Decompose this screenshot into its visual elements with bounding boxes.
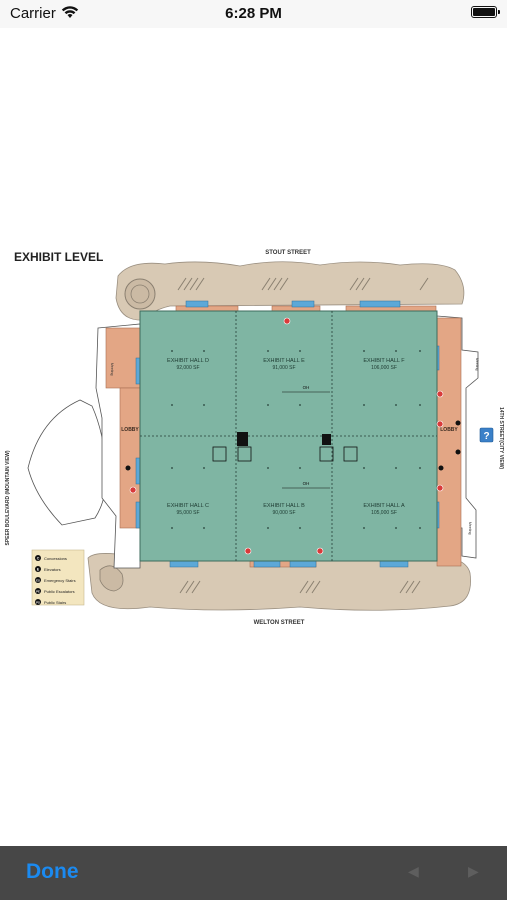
- wifi-icon: [61, 6, 79, 18]
- hall-dividers: [140, 311, 437, 561]
- status-bar: Carrier 6:28 PM: [0, 0, 507, 28]
- legend-symbol-5: PS: [36, 600, 40, 604]
- legend-symbol-2: E: [37, 568, 40, 572]
- divider-dimension-lines: [282, 391, 330, 489]
- hall-e-area: 91,000 SF: [272, 365, 295, 371]
- legend-symbol-1: C: [37, 557, 40, 561]
- legend-symbol-3: ES: [36, 578, 40, 582]
- legend-marker-5: [35, 599, 41, 605]
- hall-f-name: EXHIBIT HALL F: [363, 358, 405, 364]
- clock-label: 6:28 PM: [225, 5, 282, 22]
- column-dots: [171, 350, 421, 529]
- hall-f-area: 106,000 SF: [371, 365, 397, 371]
- legend-label-1: Concessions: [44, 556, 67, 561]
- lobby-areas: [105, 305, 462, 568]
- hall-d-name: EXHIBIT HALL D: [167, 358, 209, 364]
- hall-a-area: 105,000 SF: [371, 510, 397, 516]
- lobby-label-west: LOBBY: [121, 427, 139, 433]
- hall-b-name: EXHIBIT HALL B: [263, 503, 305, 509]
- legend-label-5: Public Stairs: [44, 600, 66, 605]
- escalator-hatch-south: [179, 580, 421, 594]
- hall-d-area: 92,000 SF: [176, 365, 199, 371]
- hall-c-area: 95,000 SF: [176, 510, 199, 516]
- hall-c-name: EXHIBIT HALL C: [167, 503, 209, 509]
- legend-label-4: Public Escalators: [44, 589, 75, 594]
- legend-marker-1: [35, 555, 41, 561]
- legend-label-2: Elevators: [44, 567, 61, 572]
- west-entry-canopy: [27, 399, 107, 526]
- hall-a-name: EXHIBIT HALL A: [363, 503, 405, 509]
- street-label-right: 14TH STREET(CITY VIEW): [498, 407, 504, 469]
- legend-marker-4: [35, 588, 41, 594]
- carrier-label: Carrier: [10, 5, 56, 22]
- lobby-label-east: LOBBY: [440, 427, 458, 433]
- next-arrow-icon[interactable]: ▶: [468, 863, 479, 879]
- legend-label-3: Emergency Stairs: [44, 578, 76, 583]
- legend-marker-3: [35, 577, 41, 583]
- hall-e-name: EXHIBIT HALL E: [263, 358, 305, 364]
- north-plaza-inner: [130, 284, 150, 304]
- done-button[interactable]: Done: [26, 860, 79, 883]
- divider-label-north: OH: [303, 385, 310, 390]
- center-service-cores: [212, 432, 358, 462]
- street-label-bottom: WELTON STREET: [254, 620, 305, 626]
- help-button[interactable]: ?: [479, 427, 494, 443]
- divider-label-south: OH: [303, 481, 310, 486]
- bottom-toolbar: Done ◀ ▶: [0, 846, 507, 900]
- map-legend: C E ES PE PS Concessions Elevators Emerg…: [31, 549, 85, 606]
- street-label-left: SPEER BOULEVARD (MOUNTAIN VIEW): [5, 450, 11, 545]
- map-title: EXHIBIT LEVEL: [14, 250, 103, 264]
- street-label-top: STOUT STREET: [265, 250, 311, 256]
- help-icon: ?: [483, 431, 489, 442]
- legend-symbol-4: PE: [36, 589, 40, 593]
- hall-b-area: 90,000 SF: [272, 510, 295, 516]
- floor-map-view[interactable]: EXHIBIT LEVEL STOUT STREET WELTON STREET…: [0, 28, 507, 846]
- legend-marker-2: [35, 566, 41, 572]
- floor-map: EXHIBIT LEVEL STOUT STREET WELTON STREET…: [5, 250, 504, 626]
- previous-arrow-icon[interactable]: ◀: [408, 863, 419, 879]
- map-markers: [125, 317, 461, 555]
- battery-icon: [471, 6, 500, 18]
- side-label-2: Meeting: [475, 358, 479, 371]
- escalator-hatch-north: [177, 277, 429, 291]
- side-label-1: Meeting: [110, 363, 114, 376]
- side-label-3: Meeting: [468, 522, 472, 535]
- north-plaza-circle: [124, 278, 156, 310]
- south-plaza: [99, 565, 124, 592]
